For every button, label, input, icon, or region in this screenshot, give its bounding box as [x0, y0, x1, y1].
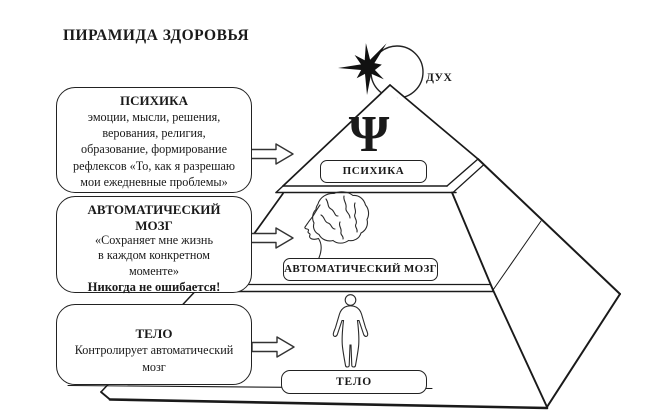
body-box-line: Контролирует автоматический	[74, 343, 234, 357]
psihika-description-box: ПСИХИКА эмоции, мысли, решения, веровани…	[56, 87, 252, 193]
psihika-box-line: верования, религия,	[102, 126, 206, 141]
automatic-brain-box-title: АВТОМАТИЧЕСКИЙ МОЗГ	[87, 202, 221, 233]
person-icon	[332, 294, 369, 368]
pyramid-level-label-mozg: АВТОМАТИЧЕСКИЙ МОЗГ	[283, 258, 438, 281]
automatic-brain-box-line: моменте»	[128, 263, 180, 278]
psihika-box-line: рефлексов «То, как я разрешаю	[73, 158, 235, 173]
psi-symbol: Ψ	[348, 106, 390, 163]
pyramid-side-face	[390, 85, 620, 407]
body-description-box: ТЕЛО Контролирует автоматический мозг	[56, 304, 252, 385]
spirit-label: ДУХ	[426, 72, 453, 84]
pyramid-level-label-psihika: ПСИХИКА	[320, 160, 427, 183]
psihika-box-title: ПСИХИКА	[120, 93, 188, 108]
automatic-brain-box-bold-line: Никогда не ошибается!	[87, 280, 221, 295]
psihika-box-line: образование, формирование	[81, 142, 227, 157]
arrow-mozg-icon	[250, 227, 294, 249]
pyramid-level-label-telo: ТЕЛО	[281, 370, 427, 394]
body-box-line: мозг	[142, 359, 166, 374]
arrow-psihika-icon	[250, 143, 294, 165]
automatic-brain-box-line: в каждом конкретном	[98, 248, 210, 263]
page-title: ПИРАМИДА ЗДОРОВЬЯ	[63, 27, 250, 44]
body-box-title: ТЕЛО	[135, 326, 173, 341]
arrow-telo-icon	[251, 336, 295, 358]
spirit-star-icon	[338, 43, 387, 95]
automatic-brain-box-line: «Сохраняет мне жизнь	[94, 233, 214, 248]
psihika-box-line: мои ежедневные проблемы»	[80, 174, 228, 189]
psihika-box-line: эмоции, мысли, решения,	[87, 110, 221, 124]
automatic-brain-description-box: АВТОМАТИЧЕСКИЙ МОЗГ «Сохраняет мне жизнь…	[56, 196, 252, 295]
